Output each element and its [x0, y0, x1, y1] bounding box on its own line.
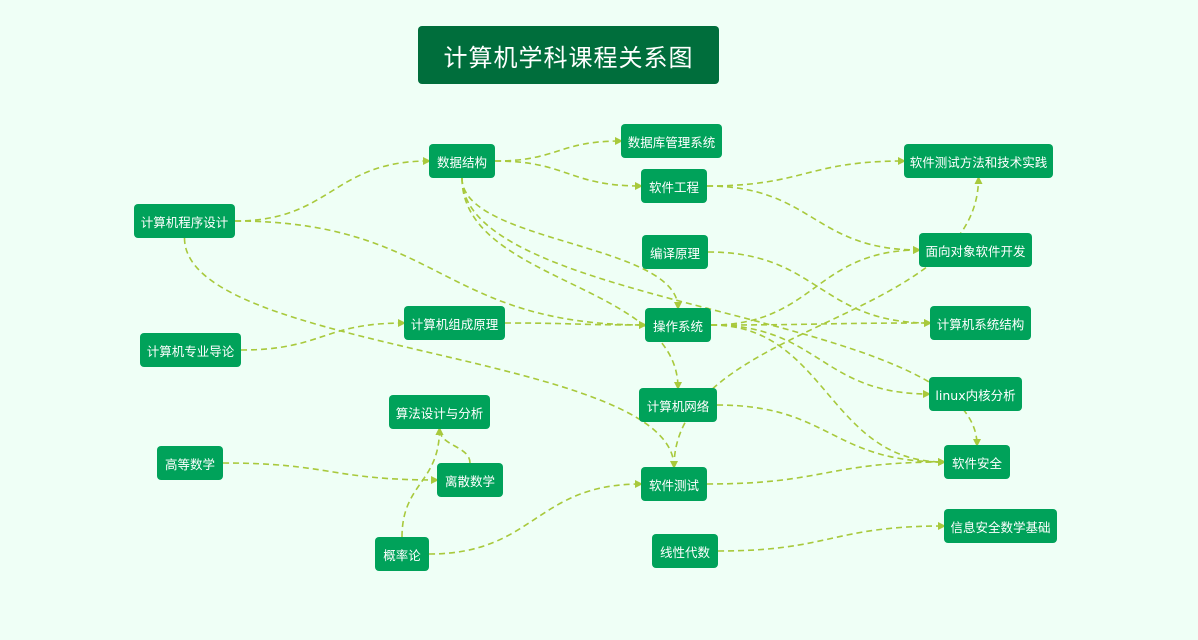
- edge-net-to-sec: [716, 404, 946, 466]
- node-system-architecture[interactable]: 计算机系统结构: [930, 306, 1031, 340]
- edge-test-to-stm: [673, 176, 983, 468]
- node-discrete-math[interactable]: 离散数学: [437, 463, 503, 497]
- node-probability[interactable]: 概率论: [375, 537, 429, 571]
- edge-se-to-stm: [706, 157, 906, 187]
- edge-prob-to-test: [428, 480, 643, 555]
- edge-math-to-discrete: [222, 462, 439, 484]
- node-operating-system[interactable]: 操作系统: [645, 308, 711, 342]
- node-network[interactable]: 计算机网络: [639, 388, 717, 422]
- edge-prog-to-os: [234, 220, 647, 329]
- edge-prog-to-test: [183, 237, 678, 469]
- node-security-math[interactable]: 信息安全数学基础: [944, 509, 1057, 543]
- edge-linalg-to-secmath: [717, 522, 946, 552]
- edge-prob-to-algo: [401, 427, 444, 538]
- node-computer-organization[interactable]: 计算机组成原理: [404, 306, 505, 340]
- edge-os-to-linux: [710, 324, 931, 398]
- edge-org-to-os: [504, 320, 647, 329]
- node-software-security[interactable]: 软件安全: [944, 445, 1010, 479]
- node-linear-algebra[interactable]: 线性代数: [652, 534, 718, 568]
- edge-os-to-oo: [710, 246, 921, 326]
- edge-os-to-sec: [710, 324, 946, 466]
- node-compiler[interactable]: 编译原理: [642, 235, 708, 269]
- edge-ds-to-os: [461, 177, 682, 310]
- edge-ds-to-db: [494, 137, 623, 162]
- edge-test-to-sec: [706, 458, 946, 485]
- edge-os-to-arch: [710, 319, 932, 328]
- edge-prog-to-ds: [234, 157, 431, 222]
- node-testing-methods[interactable]: 软件测试方法和技术实践: [904, 144, 1053, 178]
- node-data-structures[interactable]: 数据结构: [429, 144, 495, 178]
- page-title: 计算机学科课程关系图: [418, 26, 719, 84]
- edge-intro-to-org: [240, 319, 406, 351]
- node-database[interactable]: 数据库管理系统: [621, 124, 722, 158]
- edge-ds-to-sec: [461, 177, 981, 447]
- node-linux-kernel[interactable]: linux内核分析: [929, 377, 1022, 411]
- edge-ds-to-se: [494, 160, 643, 190]
- node-programming[interactable]: 计算机程序设计: [134, 204, 235, 238]
- node-object-oriented[interactable]: 面向对象软件开发: [919, 233, 1032, 267]
- node-advanced-math[interactable]: 高等数学: [157, 446, 223, 480]
- edge-se-to-oo: [706, 185, 921, 254]
- node-software-engineering[interactable]: 软件工程: [641, 169, 707, 203]
- node-intro[interactable]: 计算机专业导论: [140, 333, 241, 367]
- edge-discrete-to-algo: [435, 427, 471, 464]
- edge-ds-to-net: [461, 177, 682, 390]
- node-algorithms[interactable]: 算法设计与分析: [389, 395, 490, 429]
- node-software-testing[interactable]: 软件测试: [641, 467, 707, 501]
